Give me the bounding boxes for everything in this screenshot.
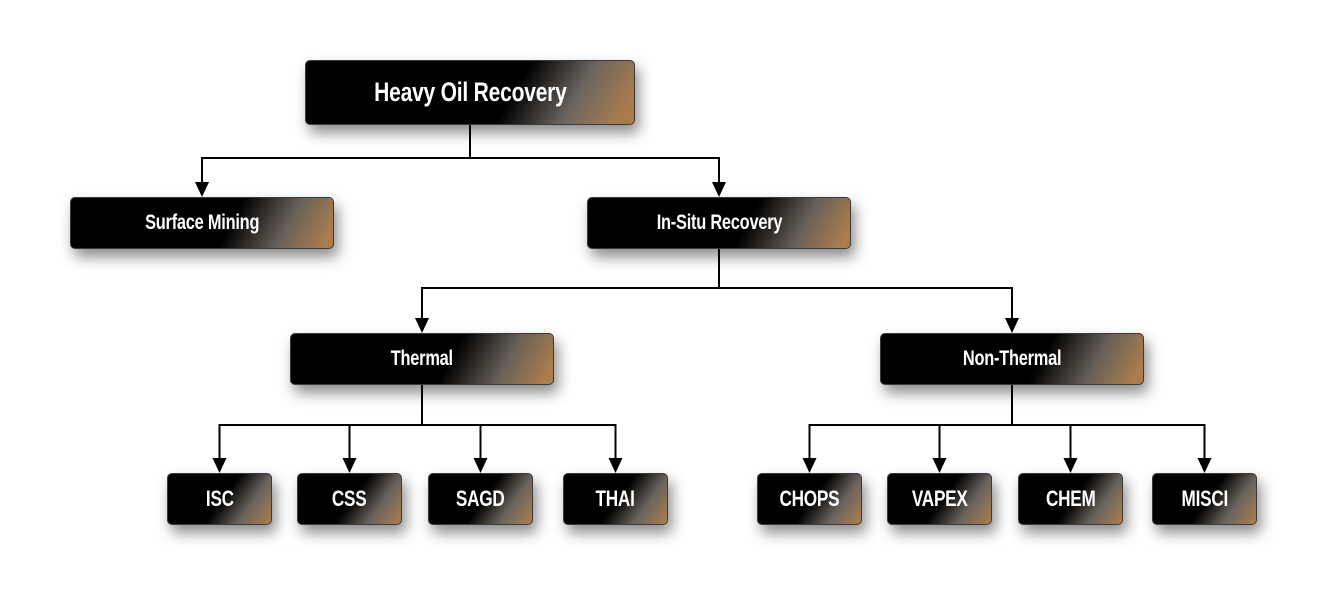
node-label: VAPEX	[911, 486, 968, 511]
node-label: In-Situ Recovery	[656, 211, 782, 234]
node-isc: ISC	[167, 473, 272, 525]
node-chem: CHEM	[1018, 473, 1123, 525]
node-sagd: SAGD	[428, 473, 533, 525]
node-label: Surface Mining	[144, 211, 260, 234]
arrowhead-icon	[608, 458, 623, 473]
arrowhead-icon	[415, 318, 429, 333]
arrowhead-icon	[802, 458, 817, 473]
node-label: Heavy Oil Recovery	[373, 77, 567, 107]
arrowhead-icon	[1005, 318, 1019, 333]
arrowhead-icon	[712, 182, 726, 197]
arrowhead-icon	[473, 458, 488, 473]
node-label: CHEM	[1045, 486, 1096, 511]
arrowhead-icon	[1063, 458, 1078, 473]
node-label: ISC	[205, 486, 234, 511]
node-non-thermal: Non-Thermal	[880, 333, 1144, 385]
node-label: THAI	[595, 486, 636, 511]
node-label: CSS	[332, 486, 367, 511]
node-label: Non-Thermal	[962, 347, 1062, 370]
node-label: SAGD	[456, 486, 505, 511]
node-chops: CHOPS	[757, 473, 862, 525]
arrowhead-icon	[212, 458, 227, 473]
arrowhead-icon	[195, 182, 209, 197]
node-in-situ-recovery: In-Situ Recovery	[587, 197, 851, 249]
node-label: CHOPS	[779, 486, 840, 511]
node-vapex: VAPEX	[887, 473, 992, 525]
node-thermal: Thermal	[290, 333, 554, 385]
node-thai: THAI	[563, 473, 668, 525]
arrowhead-icon	[1197, 458, 1212, 473]
arrowhead-icon	[342, 458, 357, 473]
node-label: Thermal	[390, 347, 454, 370]
arrowhead-icon	[932, 458, 947, 473]
node-label: MISCI	[1181, 486, 1228, 511]
node-heavy-oil-recovery: Heavy Oil Recovery	[305, 60, 635, 125]
node-css: CSS	[297, 473, 402, 525]
node-misci: MISCI	[1152, 473, 1257, 525]
node-surface-mining: Surface Mining	[70, 197, 334, 249]
